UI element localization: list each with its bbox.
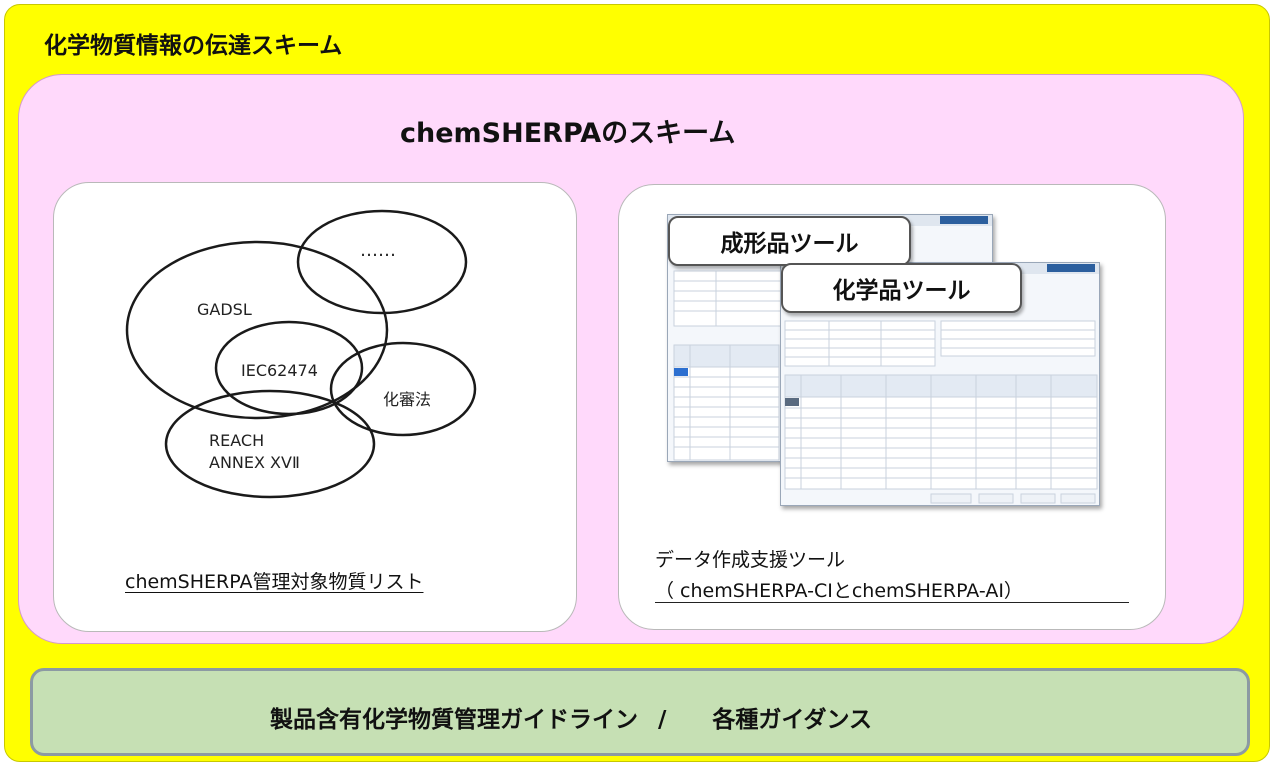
reach-label: REACH [209,431,265,450]
outer-title: 化学物質情報の伝達スキーム [44,33,343,59]
iec62474-label: IEC62474 [241,361,318,380]
chemical-tool-label: 化学品ツール [781,263,1022,313]
article-tool-label: 成形品ツール [668,216,911,266]
guidance-label: 各種ガイダンス [712,707,873,733]
inner-title: chemSHERPAのスキーム [400,118,736,149]
iec62474-ellipse [214,320,364,416]
tools-caption-line2: （ chemSHERPA-CIとchemSHERPA-AI） [655,580,1023,602]
reach-annex-ellipse [164,389,376,499]
guidance-bar [30,668,1250,756]
gadsl-ellipse [125,240,389,420]
gadsl-label: GADSL [197,300,252,319]
guidance-text: 製品含有化学物質管理ガイドライン / 各種ガイダンス [270,700,872,734]
kashinho-ellipse [329,341,477,437]
kashinho-label: 化審法 [383,390,432,409]
separator: / [658,707,667,733]
tools-caption-line1: データ作成支援ツール [655,549,846,571]
substance-list-caption: chemSHERPA管理対象物質リスト [125,571,424,593]
substance-list-card [53,182,577,632]
tools-caption-underline [655,602,1129,603]
other-lists-label: …… [360,240,396,261]
guideline-label: 製品含有化学物質管理ガイドライン [270,707,638,733]
other-lists-ellipse [296,209,468,315]
annex-label: ANNEX XVⅡ [209,453,300,472]
